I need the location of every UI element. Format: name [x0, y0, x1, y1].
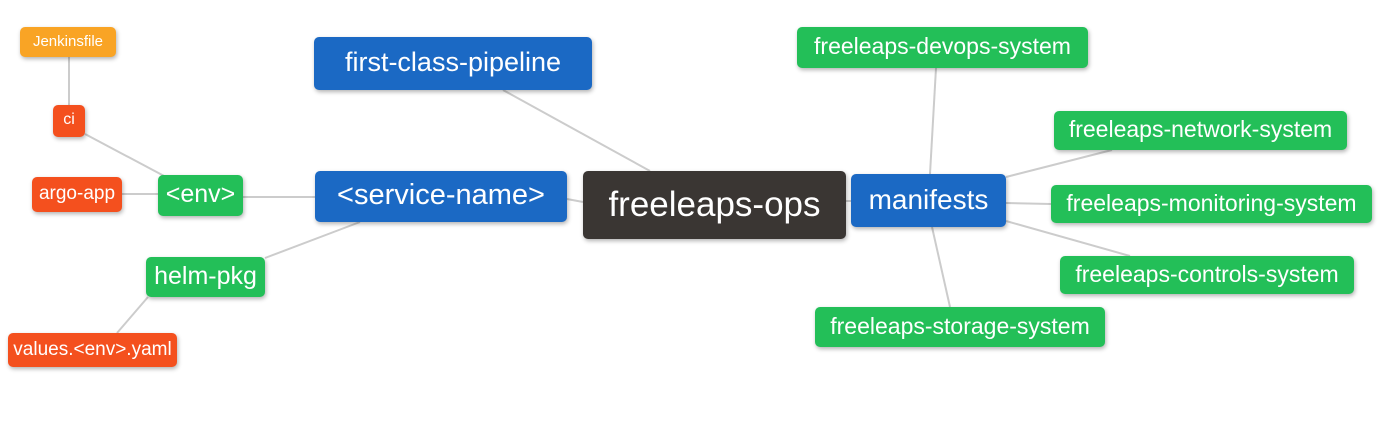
node-freeleaps-ops[interactable]: freeleaps-ops	[583, 171, 846, 239]
node-label: freeleaps-monitoring-system	[1066, 189, 1357, 216]
node-env[interactable]: <env>	[158, 175, 243, 216]
edge-manifests-to-freeleaps-storage-system	[931, 226, 951, 308]
node-freeleaps-network-system[interactable]: freeleaps-network-system	[1054, 111, 1347, 150]
node-argo-app[interactable]: argo-app	[32, 177, 122, 212]
node-label: freeleaps-devops-system	[814, 33, 1071, 59]
node-label: <env>	[165, 180, 236, 208]
node-freeleaps-devops-system[interactable]: freeleaps-devops-system	[797, 27, 1088, 68]
node-label: manifests	[868, 183, 989, 215]
edge-values-env-yaml-to-helm-pkg	[116, 296, 149, 334]
node-label: helm-pkg	[154, 261, 257, 290]
node-freeleaps-storage-system[interactable]: freeleaps-storage-system	[815, 307, 1105, 347]
edge-manifests-to-freeleaps-controls-system	[1005, 220, 1131, 257]
edge-helm-pkg-to-service-name	[264, 221, 361, 259]
node-label: freeleaps-storage-system	[830, 312, 1090, 339]
node-freeleaps-monitoring-system[interactable]: freeleaps-monitoring-system	[1051, 185, 1372, 223]
node-ci[interactable]: ci	[53, 105, 85, 137]
edge-ci-to-env	[84, 133, 167, 178]
node-label: first-class-pipeline	[344, 47, 562, 77]
node-label: values.<env>.yaml	[13, 338, 172, 360]
node-service-name[interactable]: <service-name>	[315, 171, 567, 222]
edge-manifests-to-freeleaps-devops-system	[929, 67, 937, 175]
node-manifests[interactable]: manifests	[851, 174, 1006, 227]
node-label: ci	[63, 111, 75, 128]
node-values-env-yaml[interactable]: values.<env>.yaml	[8, 333, 177, 367]
node-freeleaps-controls-system[interactable]: freeleaps-controls-system	[1060, 256, 1354, 294]
node-label: argo-app	[38, 183, 116, 204]
node-jenkinsfile[interactable]: Jenkinsfile	[20, 27, 116, 57]
node-label: freeleaps-network-system	[1068, 116, 1333, 142]
node-label: Jenkinsfile	[32, 32, 104, 50]
edge-manifests-to-freeleaps-monitoring-system	[1005, 202, 1052, 205]
edge-service-name-to-freeleaps-ops	[566, 198, 584, 203]
node-helm-pkg[interactable]: helm-pkg	[146, 257, 265, 297]
node-label: <service-name>	[337, 179, 545, 211]
edge-first-class-pipeline-to-freeleaps-ops	[502, 89, 651, 172]
node-first-class-pipeline[interactable]: first-class-pipeline	[314, 37, 592, 90]
node-label: freeleaps-ops	[608, 184, 821, 224]
edge-manifests-to-freeleaps-network-system	[1005, 149, 1113, 178]
node-label: freeleaps-controls-system	[1075, 260, 1339, 287]
